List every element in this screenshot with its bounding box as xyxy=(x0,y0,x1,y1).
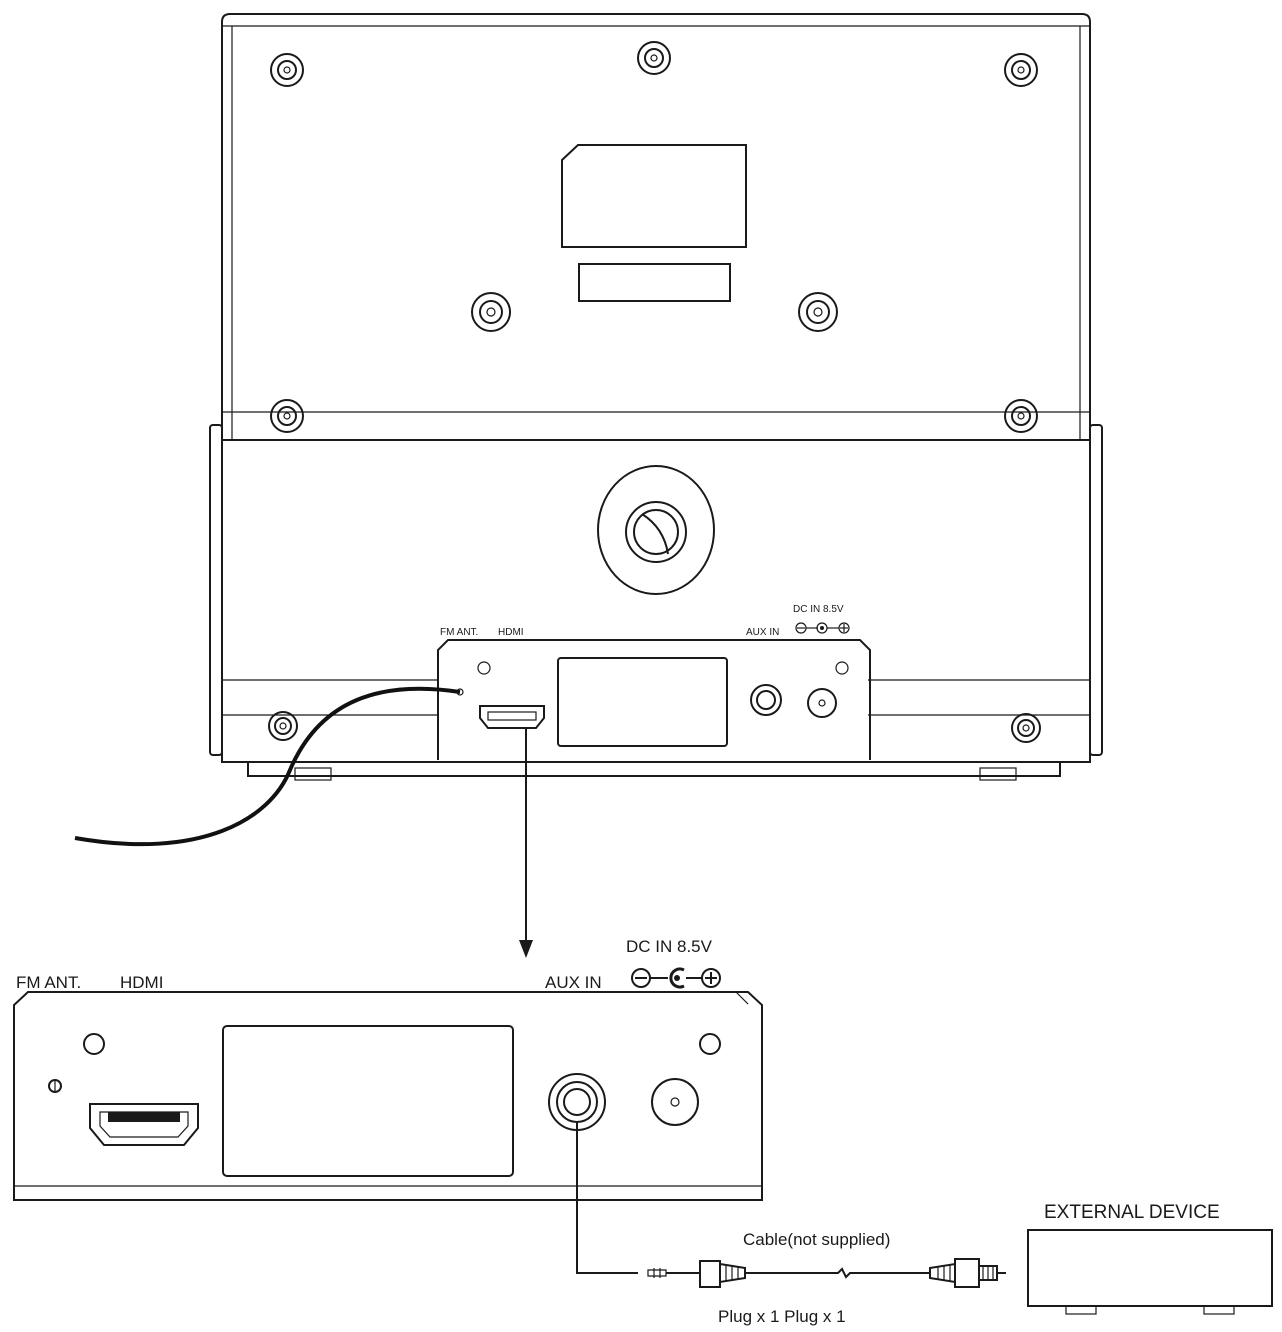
speaker-port-icon xyxy=(597,465,715,595)
serial-label-plate xyxy=(578,263,731,302)
dc-polarity-icon xyxy=(631,967,721,989)
zoom-arrow xyxy=(519,728,533,958)
external-device: EXTERNAL DEVICE xyxy=(1027,1202,1273,1315)
screw-icon xyxy=(1004,399,1038,433)
aux-jack-icon xyxy=(548,1073,606,1131)
hdmi-port-icon xyxy=(89,1103,199,1146)
screw-icon xyxy=(270,53,304,87)
connector-panel-small xyxy=(437,622,871,760)
rating-label-plate xyxy=(561,144,747,248)
device-foot xyxy=(1203,1305,1235,1315)
fm-antenna-wire xyxy=(74,686,461,847)
unit-rear-view: FM ANT. HDMI AUX IN DC IN 8.5V xyxy=(74,13,1103,847)
screw-icon xyxy=(1004,53,1038,87)
connector-panel-enlarged: FM ANT. HDMI AUX IN DC IN 8.5V xyxy=(13,937,763,1201)
panel-hole-icon xyxy=(477,661,491,675)
dc-in-label: DC IN 8.5V xyxy=(626,937,713,956)
dc-jack-icon xyxy=(651,1078,699,1126)
hdmi-label-small: HDMI xyxy=(498,627,524,638)
panel-window xyxy=(557,657,728,747)
screw-icon xyxy=(798,292,838,332)
external-device-box xyxy=(1027,1229,1273,1307)
aux-in-label: AUX IN xyxy=(545,973,602,992)
fm-ant-socket-icon xyxy=(48,1079,62,1093)
device-foot xyxy=(1065,1305,1097,1315)
right-bumper xyxy=(1089,424,1103,756)
dc-in-label-small: DC IN 8.5V xyxy=(793,604,844,615)
screw-icon xyxy=(471,292,511,332)
fm-ant-label: FM ANT. xyxy=(16,973,81,992)
panel-hole-icon xyxy=(83,1033,105,1055)
base-plate xyxy=(247,762,1061,777)
screw-icon xyxy=(637,41,671,75)
left-bumper xyxy=(209,424,223,756)
aux-in-label-small: AUX IN xyxy=(746,627,779,638)
left-foot xyxy=(294,767,332,781)
cable-label: Cable(not supplied) xyxy=(743,1230,890,1249)
fm-ant-label-small: FM ANT. xyxy=(440,627,478,638)
plug-icon xyxy=(929,1258,1006,1288)
dc-jack-icon xyxy=(807,688,837,718)
aux-jack-icon xyxy=(750,684,782,716)
unit-body xyxy=(221,13,1091,763)
aux-cable: Cable(not supplied) Plug x 1 Plug x 1 xyxy=(576,1122,1006,1326)
dc-polarity-icon xyxy=(795,622,850,634)
hdmi-port-icon xyxy=(479,705,545,729)
right-foot xyxy=(979,767,1017,781)
external-device-label: EXTERNAL DEVICE xyxy=(1044,1202,1220,1223)
panel-hole-icon xyxy=(835,661,849,675)
panel-hole-icon xyxy=(699,1033,721,1055)
screw-icon xyxy=(268,711,298,741)
panel-window-large xyxy=(222,1025,514,1177)
screw-icon xyxy=(270,399,304,433)
screw-icon xyxy=(1011,713,1041,743)
plug-icon xyxy=(647,1260,746,1288)
plug-count-label: Plug x 1 Plug x 1 xyxy=(718,1307,846,1326)
hdmi-label: HDMI xyxy=(120,973,163,992)
antenna-socket-icon xyxy=(456,688,464,696)
